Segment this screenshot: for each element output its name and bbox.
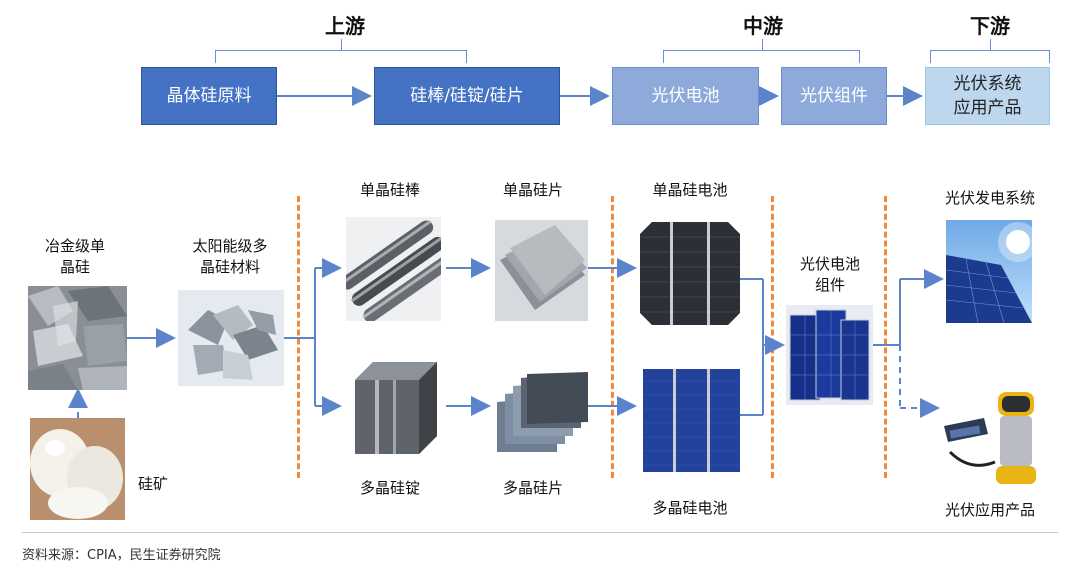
flow-box-pv-cell: 光伏电池 [612,67,759,125]
label-line: 晶硅材料 [199,258,260,276]
pv-module-image [786,305,873,405]
label-pv-system: 光伏发电系统 [944,189,1035,207]
label-multi-cell: 多晶硅电池 [652,499,728,517]
mono-rod-image [346,217,441,321]
flow-box-label: 晶体硅原料 [166,86,252,106]
multi-ingot-image [355,362,437,454]
stage-divider [611,196,614,478]
quartz-image [30,418,125,520]
label-mono-rod: 单晶硅棒 [359,181,420,199]
flow-box-rod-ingot-wafer: 硅棒/硅锭/硅片 [374,67,560,125]
metal-silicon-image [28,286,127,390]
pv-system-image [946,220,1032,323]
stage-divider [884,196,887,478]
label-module: 光伏电池 组件 [775,254,885,296]
multi-wafer-image [497,372,588,452]
flow-box-label: 光伏组件 [800,86,868,106]
midstream-bracket [663,39,860,63]
polysilicon-image [178,290,284,386]
multi-cell-image [643,369,740,472]
pv-products-image [940,382,1046,488]
label-metal-si: 冶金级单 晶硅 [20,236,130,278]
upstream-bracket [215,39,467,63]
label-multi-ingot: 多晶硅锭 [359,479,420,497]
source-note: 资料来源：CPIA，民生证券研究院 [22,548,221,563]
label-line: 光伏电池 [799,255,860,273]
flow-box-label: 光伏电池 [651,86,720,106]
label-mono-wafer: 单晶硅片 [502,181,563,199]
label-pv-products: 光伏应用产品 [944,501,1035,519]
flow-box-pv-system-products: 光伏系统 应用产品 [925,67,1050,125]
footer-divider [22,532,1058,533]
flow-box-crystalline-si-raw: 晶体硅原料 [141,67,277,125]
stage-upstream-title: 上游 [325,14,365,38]
downstream-bracket [930,39,1050,63]
label-line: 太阳能级多 [192,237,268,255]
flow-box-label-line1: 光伏系统 [953,74,1022,94]
label-quartz: 硅矿 [137,475,168,493]
stage-midstream-title: 中游 [743,14,783,38]
label-poly-material: 太阳能级多 晶硅材料 [170,236,290,278]
flow-box-label-line2: 应用产品 [953,98,1022,118]
label-line: 冶金级单 [44,237,105,255]
label-line: 组件 [814,276,845,294]
label-multi-wafer: 多晶硅片 [502,479,563,497]
label-line: 晶硅 [59,258,90,276]
mono-cell-image [640,222,740,325]
flow-box-label: 硅棒/硅锭/硅片 [410,86,524,106]
mono-wafer-image [495,220,588,321]
label-mono-cell: 单晶硅电池 [652,181,728,199]
flow-box-pv-module: 光伏组件 [781,67,887,125]
stage-downstream-title: 下游 [970,14,1010,38]
